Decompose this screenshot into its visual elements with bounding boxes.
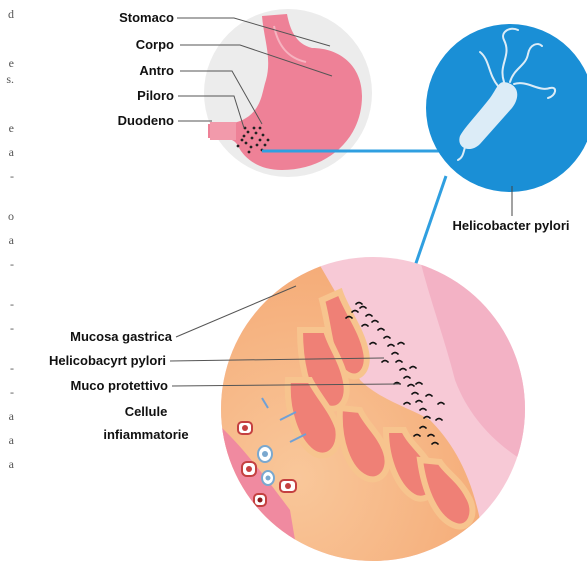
corpo-label: Corpo xyxy=(60,37,174,53)
inflammatory-cell xyxy=(262,471,274,485)
mucosa-label: Mucosa gastrica xyxy=(20,329,172,345)
inflammatory-cell xyxy=(254,494,266,506)
muco-label: Muco protettivo xyxy=(16,378,168,394)
duodenum-shape xyxy=(210,122,236,140)
inflammatory-cell xyxy=(280,480,296,492)
helicobacter-illustration xyxy=(426,24,587,216)
antro-label: Antro xyxy=(60,63,174,79)
helicobacter-label: Helicobacter pylori xyxy=(436,218,586,234)
cellule-label: Cellule xyxy=(96,404,196,420)
helicobacyrt-label: Helicobacyrt pylori xyxy=(14,353,166,369)
stomaco-label: Stomaco xyxy=(60,10,174,26)
infiammatorie-label: infiammatorie xyxy=(96,427,196,443)
inflammatory-cell xyxy=(258,446,272,462)
inflammatory-cell xyxy=(242,462,256,476)
duodeno-label: Duodeno xyxy=(60,113,174,129)
mucosa-illustration xyxy=(170,257,540,566)
inflammatory-cell xyxy=(238,422,252,434)
piloro-label: Piloro xyxy=(60,88,174,104)
